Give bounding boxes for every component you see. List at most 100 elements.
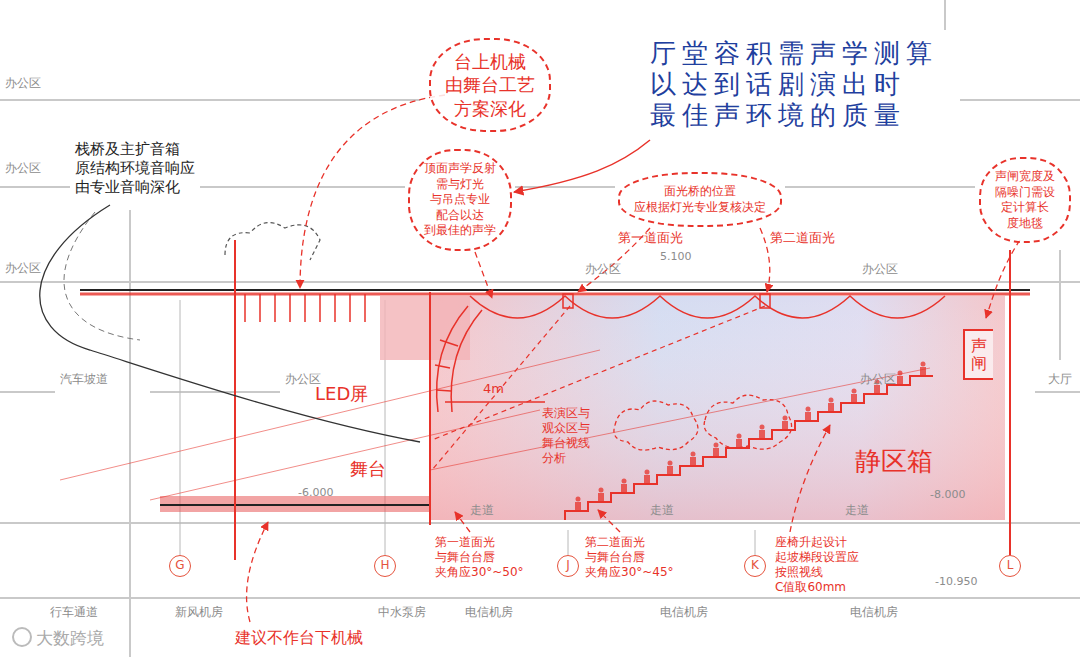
seat-figure: [920, 367, 926, 375]
zone-cloud: [614, 401, 698, 450]
seat-figure: [737, 434, 742, 439]
room-name: 办公区: [5, 261, 41, 276]
room-name: 电信机房: [660, 605, 708, 620]
seat-figure: [874, 385, 880, 393]
room-name: 电信机房: [465, 605, 513, 620]
stage-line: [160, 504, 430, 506]
node-text: L: [1007, 558, 1014, 574]
stage-shading: [380, 296, 470, 360]
seat-figure: [598, 493, 604, 501]
room-name: 办公区: [860, 372, 896, 387]
node-text: 声闸: [971, 337, 987, 372]
red-axis: [1009, 250, 1011, 555]
led-screen: [435, 306, 482, 412]
room-name: 办公区: [862, 262, 898, 277]
hall-shading: [430, 296, 1005, 520]
stage-floor: [160, 496, 430, 512]
sight-lines: [60, 350, 930, 500]
node-text: J: [566, 558, 570, 574]
room-name: 办公区: [5, 76, 41, 91]
seat-figure: [852, 389, 857, 394]
note: 表演区与 观众区与 舞台视线 分析: [542, 406, 590, 466]
seat-figure: [921, 362, 926, 367]
note: 第二道面光: [770, 230, 835, 246]
room-name: 大厅: [1048, 372, 1072, 387]
seat-figure: [783, 416, 788, 421]
light-angle: [432, 306, 765, 470]
grid-bubble: G: [169, 555, 191, 577]
node-text: 顶面声学反射 需与灯光 与吊点专业 配合以达 到最佳的声学: [424, 161, 496, 239]
seat-figure: [599, 488, 604, 493]
node-text: G: [175, 558, 184, 574]
hall-top: [80, 293, 1030, 296]
seat-figure: [851, 394, 857, 402]
note-cloud: 声闸宽度及 隔噪门需设 定计算长 度地毯: [979, 157, 1071, 243]
seat-figure: [713, 448, 719, 456]
grid-bubble: J: [557, 555, 579, 577]
seat-figure: [828, 403, 834, 411]
seating-steps: [565, 376, 933, 520]
room-name: 办公区: [285, 372, 321, 387]
room-name: 办公区: [5, 161, 41, 176]
level: -6.000: [298, 486, 333, 500]
dimension: 4m: [483, 381, 504, 397]
seat-figure: [622, 479, 627, 484]
grid-bubble: H: [374, 555, 396, 577]
room-name: 走道: [650, 503, 674, 518]
seat-figure: [759, 430, 765, 438]
room-name: 新风机房: [175, 605, 223, 620]
grid-bubble: K: [744, 555, 766, 577]
dimension-line: [445, 401, 545, 403]
note: 建议不作台下机械: [235, 628, 363, 648]
zone-cloud: [704, 395, 791, 449]
hall-shading: [430, 296, 1005, 520]
sound-lock-box: 声闸: [963, 329, 993, 380]
leader-arc: [40, 205, 420, 442]
seat-figure: [805, 412, 811, 420]
room-name: 电信机房: [850, 605, 898, 620]
hall-top: [80, 289, 1030, 291]
room-name: 中水泵房: [378, 605, 426, 620]
seat-figure: [576, 497, 581, 502]
note: 第二道面光 与舞台台唇 夹角应30°~45°: [585, 535, 674, 580]
zone-name: 静区箱: [855, 445, 933, 478]
seat-figures: [575, 362, 926, 511]
seat-figure: [714, 443, 719, 448]
seat-figure: [575, 502, 581, 510]
note: 座椅升起设计 起坡梯段设置应 按照视线 C值取60mm: [775, 535, 859, 595]
node-text: K: [751, 558, 759, 574]
seat-figure: [760, 425, 765, 430]
seat-figure: [806, 407, 811, 412]
seat-figure: [897, 376, 903, 384]
node-text: H: [380, 558, 389, 574]
seat-figure: [644, 475, 650, 483]
seat-figure: [898, 371, 903, 376]
heading-note: 厅堂容积需声学测算 以达到话剧演出时 最佳声环境的质量: [650, 38, 938, 132]
seat-figure: [690, 457, 696, 465]
room-name: 走道: [470, 503, 494, 518]
seat-figure: [736, 439, 742, 447]
seat-figure: [667, 466, 673, 474]
fly-bars: [245, 294, 365, 322]
room-name: 汽车坡道: [60, 372, 108, 387]
seat-figure: [645, 470, 650, 475]
node-text: 台上机械 由舞台工艺 方案深化: [445, 50, 535, 120]
seat-figure: [621, 484, 627, 492]
note-cloud: 台上机械 由舞台工艺 方案深化: [429, 38, 551, 132]
room-name: 行车通道: [50, 605, 98, 620]
note-cloud: 面光桥的位置 应根据灯光专业复核决定: [618, 172, 782, 227]
part-name: LED屏: [315, 383, 368, 406]
note: 第一道面光 与舞台台唇 夹角应30°~50°: [435, 535, 524, 580]
stage-front: [429, 292, 431, 525]
grid-bubble: L: [999, 555, 1021, 577]
seat-figure: [782, 421, 788, 429]
level: -10.950: [935, 575, 977, 589]
ceiling-reflector: [470, 296, 945, 318]
room-name: 走道: [845, 503, 869, 518]
node-text: 面光桥的位置 应根据灯光专业复核决定: [634, 184, 766, 215]
seat-figure: [691, 452, 696, 457]
note-cloud: 顶面声学反射 需与灯光 与吊点专业 配合以达 到最佳的声学: [408, 149, 512, 251]
leader-arc: [64, 212, 140, 340]
level: 5.100: [660, 250, 692, 264]
note: 栈桥及主扩音箱 原结构环境音响应 由专业音响深化: [75, 140, 195, 196]
